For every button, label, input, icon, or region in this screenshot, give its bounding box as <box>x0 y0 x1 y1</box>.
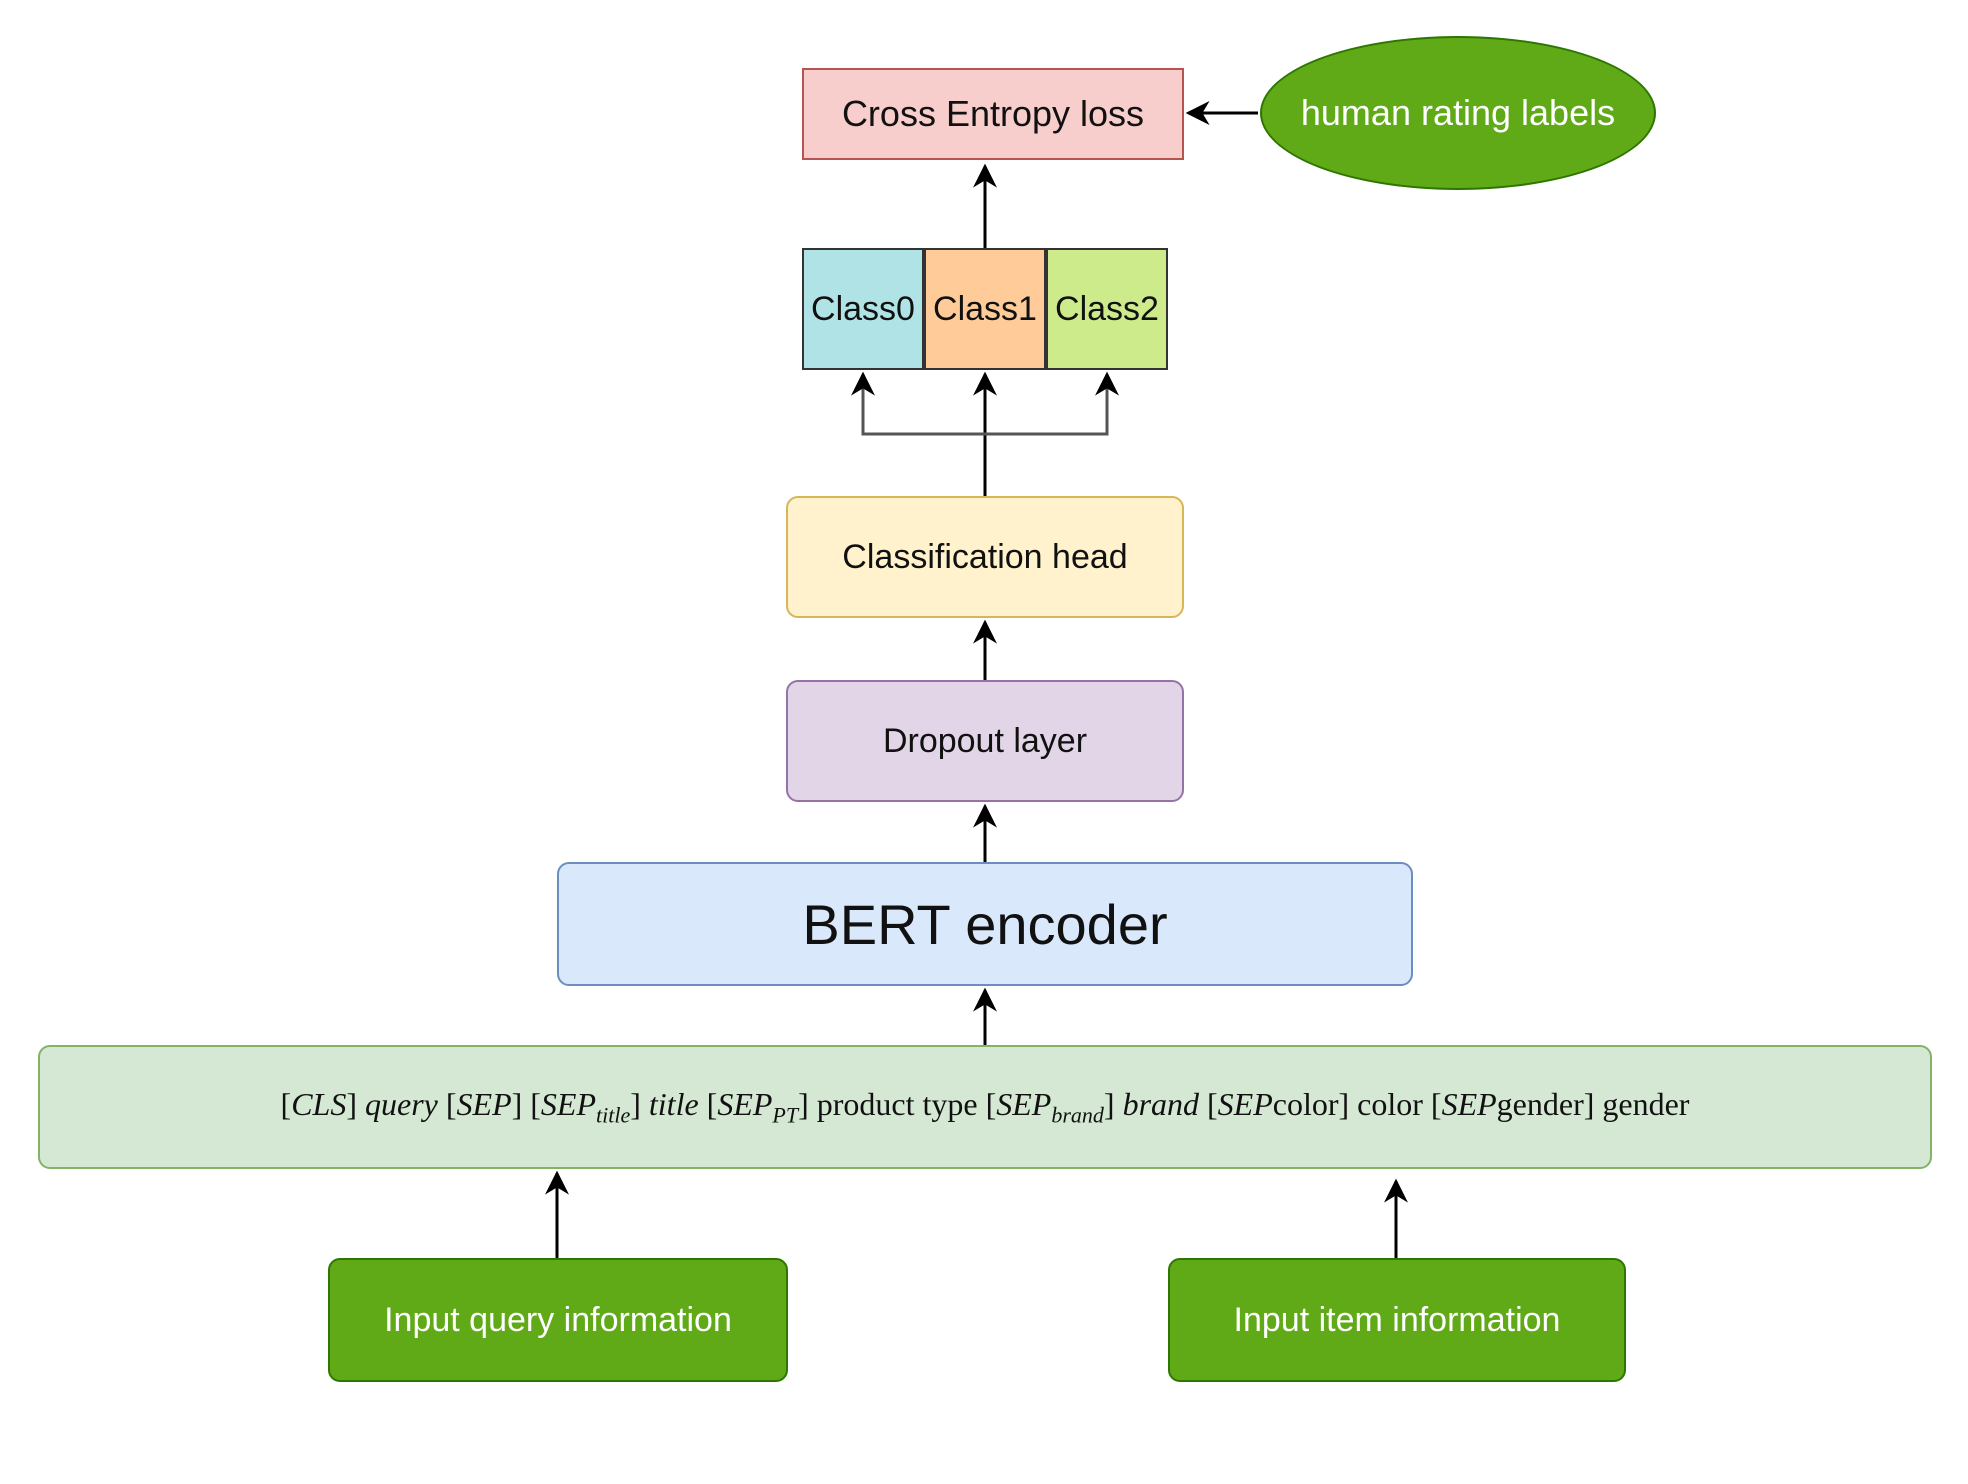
input-query-label: Input query information <box>384 1300 732 1339</box>
class0-box: Class0 <box>802 248 924 370</box>
color-token: color <box>1357 1085 1423 1122</box>
class2-label: Class2 <box>1055 289 1159 328</box>
dropout-layer-box: Dropout layer <box>786 680 1184 802</box>
sep-title-close-bracket: ] <box>630 1085 649 1122</box>
classification-head-label: Classification head <box>842 537 1128 576</box>
sep-title-open-bracket: [ <box>530 1085 541 1122</box>
input-item-label: Input item information <box>1233 1300 1561 1339</box>
sep-gender-open-bracket: [ <box>1422 1085 1442 1122</box>
title-token: title <box>648 1085 699 1122</box>
bert-encoder-box: BERT encoder <box>557 862 1413 986</box>
input-sequence-box: [CLS] query [SEP] [SEPtitle] title [SEPP… <box>38 1045 1932 1169</box>
sep-pt-subscript: PT <box>772 1102 799 1128</box>
sep-gender-close-bracket: ] <box>1583 1085 1603 1122</box>
cls-open-bracket: [ <box>280 1085 292 1122</box>
sep-gender-token: SEP <box>1441 1085 1497 1122</box>
class2-box: Class2 <box>1046 248 1168 370</box>
sep-brand-subscript: brand <box>1051 1102 1104 1128</box>
sep-brand-token: SEP <box>996 1085 1052 1122</box>
bert-encoder-label: BERT encoder <box>802 892 1168 956</box>
class1-label: Class1 <box>933 289 1037 328</box>
sep-color-close-bracket: ] <box>1338 1085 1358 1122</box>
input-item-box: Input item information <box>1168 1258 1626 1382</box>
human-rating-labels-ellipse: human rating labels <box>1260 36 1656 190</box>
input-query-box: Input query information <box>328 1258 788 1382</box>
sep-pt-close-bracket: ] <box>798 1085 817 1122</box>
sep-color-token: SEP <box>1217 1085 1273 1122</box>
sep-brand-open-bracket: [ <box>977 1085 997 1122</box>
sep-gender-tag: gender <box>1496 1085 1584 1122</box>
classification-head-box: Classification head <box>786 496 1184 618</box>
product-type-token: product type <box>816 1085 978 1122</box>
sep-color-tag: color <box>1272 1085 1339 1122</box>
class0-label: Class0 <box>811 289 915 328</box>
brand-token: brand <box>1122 1085 1200 1122</box>
cross-entropy-loss-box: Cross Entropy loss <box>802 68 1184 160</box>
class1-box: Class1 <box>924 248 1046 370</box>
sep-color-open-bracket: [ <box>1199 1085 1218 1122</box>
sep-pt-open-bracket: [ <box>698 1085 718 1122</box>
dropout-layer-label: Dropout layer <box>882 721 1088 760</box>
branch-connector <box>851 371 1119 436</box>
gender-token: gender <box>1602 1085 1690 1122</box>
input-sequence-text: [CLS] query [SEP] [SEPtitle] title [SEPP… <box>281 1086 1690 1129</box>
sep-token: SEP <box>456 1085 512 1122</box>
cls-close-bracket: ] <box>346 1085 365 1122</box>
sep-pt-token: SEP <box>717 1085 773 1122</box>
cls-token: CLS <box>291 1085 347 1122</box>
query-token: query <box>365 1085 438 1122</box>
human-rating-labels-label: human rating labels <box>1300 92 1616 133</box>
sep-open-bracket: [ <box>437 1085 457 1122</box>
sep-brand-close-bracket: ] <box>1103 1085 1123 1122</box>
cross-entropy-loss-label: Cross Entropy loss <box>841 93 1145 134</box>
sep-title-subscript: title <box>596 1102 631 1128</box>
sep-title-token: SEP <box>540 1085 597 1122</box>
sep-close-bracket: ] <box>511 1085 531 1122</box>
